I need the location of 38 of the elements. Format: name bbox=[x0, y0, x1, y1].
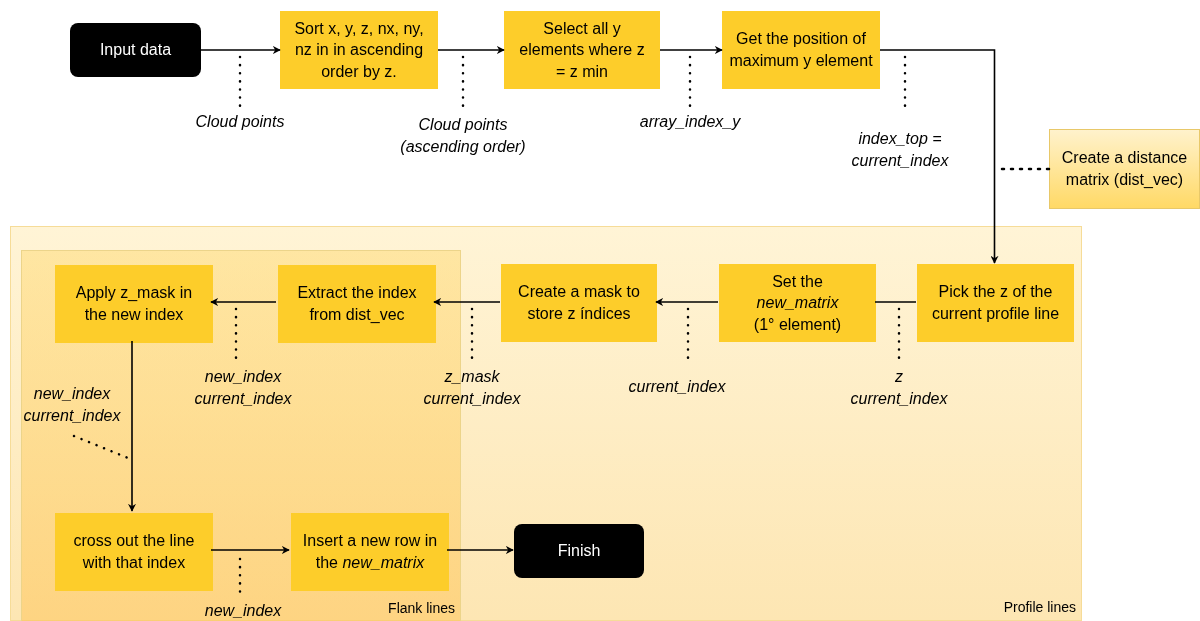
arrow bbox=[210, 546, 290, 554]
process-box: Select all y elements where z = z min bbox=[504, 11, 660, 89]
group-band bbox=[10, 226, 1082, 621]
arrow bbox=[210, 298, 277, 306]
terminal-box: Finish bbox=[514, 524, 644, 578]
process-box: Get the position of maximum y element bbox=[722, 11, 880, 89]
connector-line bbox=[874, 301, 917, 303]
edge-label: current_index bbox=[628, 377, 726, 397]
edge-label: Cloud points (ascending order) bbox=[399, 115, 527, 157]
process-box: Extract the index from dist_vec bbox=[278, 265, 436, 343]
terminal-box: Input data bbox=[70, 23, 201, 77]
process-box: Set the new_matrix (1° element) bbox=[719, 264, 876, 342]
arrow bbox=[655, 298, 719, 306]
arrow bbox=[437, 46, 505, 54]
edge-label: array_index_y bbox=[639, 112, 741, 132]
process-box: Sort x, y, z, nx, ny, nz in in ascending order by z. bbox=[280, 11, 438, 89]
edge-label: z current_index bbox=[850, 367, 948, 409]
arrow bbox=[659, 46, 723, 54]
group-label: Profile lines bbox=[1003, 598, 1076, 617]
process-box: Create a distance matrix (dist_vec) bbox=[1049, 129, 1200, 209]
arrow bbox=[446, 546, 514, 554]
process-box: Apply z_mask in the new index bbox=[55, 265, 213, 343]
dotted-connector bbox=[998, 167, 1051, 171]
edge-label: new_index bbox=[204, 601, 282, 621]
edge-label: new_index current_index bbox=[23, 384, 121, 426]
edge-label: z_mask current_index bbox=[423, 367, 521, 409]
process-box: Create a mask to store z índices bbox=[501, 264, 657, 342]
arrow bbox=[200, 46, 281, 54]
arrow bbox=[433, 298, 501, 306]
edge-label: Cloud points bbox=[195, 112, 285, 132]
arrow bbox=[128, 340, 136, 512]
process-box: cross out the line with that index bbox=[55, 513, 213, 591]
edge-label: new_index current_index bbox=[194, 367, 292, 409]
process-box: Pick the z of the current profile line bbox=[917, 264, 1074, 342]
process-box: Insert a new row in the new_matrix bbox=[291, 513, 449, 591]
group-label: Flank lines bbox=[388, 599, 455, 618]
arrow bbox=[879, 49, 999, 264]
edge-label: index_top = current_index bbox=[851, 129, 949, 171]
